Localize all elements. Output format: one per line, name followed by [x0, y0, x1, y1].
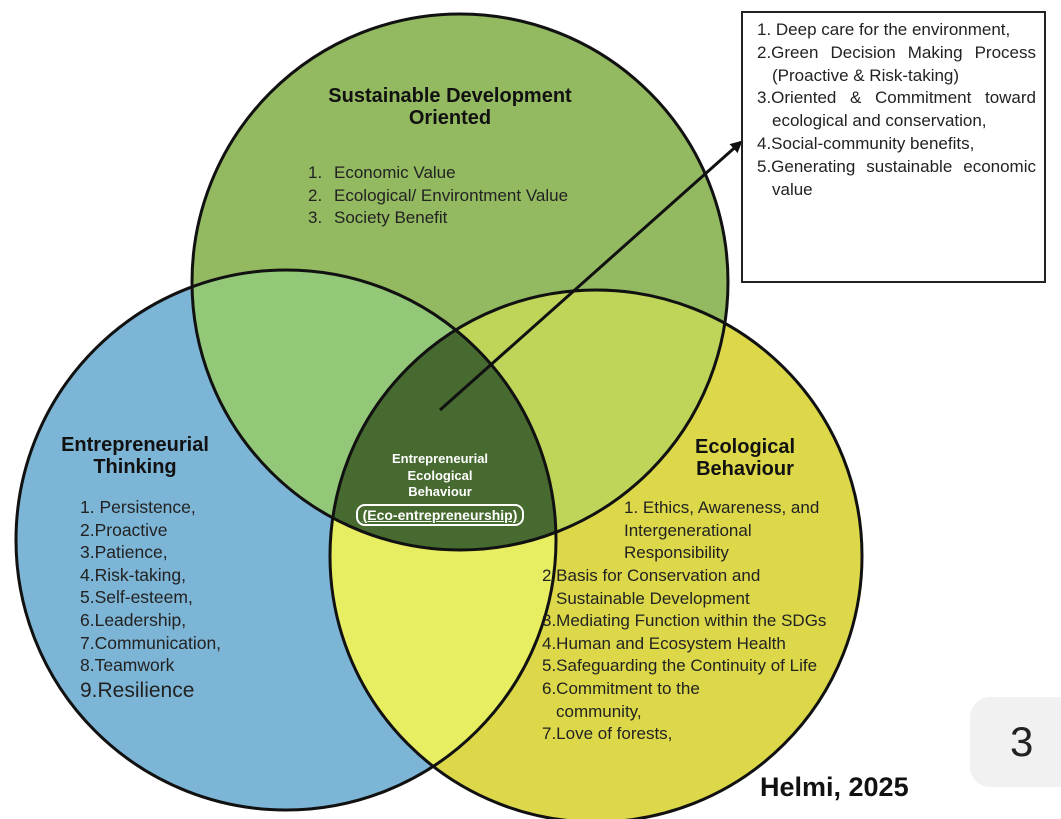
ecological-behaviour-title: Ecological Behaviour [660, 436, 830, 480]
page-number-badge [970, 697, 1061, 787]
list-item: 3.Oriented & Commitment toward ecologica… [757, 88, 1036, 131]
list-item: 2.Basis for Conservation and Sustainable… [542, 566, 761, 608]
center-label-line3: Behaviour [408, 484, 472, 499]
page-number: 3 [1010, 718, 1034, 765]
center-label-line2: Ecological [407, 467, 473, 483]
attribution: Helmi, 2025 [760, 772, 909, 802]
ecological-behaviour-list: 2.Basis for Conservation and Sustainable… [542, 565, 832, 746]
list-item: 3.Mediating Function within the SDGs [542, 611, 827, 631]
list-item: 3.Society Benefit [308, 208, 448, 228]
sustainable-development-title-line1: Sustainable Development [328, 85, 572, 107]
callout-arrow [439, 140, 743, 412]
ecological-behaviour-title-line2: Behaviour [696, 458, 794, 480]
callout-box: 1. Deep care for the environment, 2.Gree… [741, 11, 1046, 283]
entrepreneurial-thinking-title-line2: Thinking [93, 456, 177, 478]
list-item: 6.Leadership, [80, 609, 187, 630]
list-item: 5.Generating sustainable economic value [757, 156, 1036, 199]
center-label-line1: Entrepreneurial [391, 451, 489, 466]
ecological-behaviour-item-1: 1. Ethics, Awareness, and Intergeneratio… [624, 498, 820, 563]
list-item: 1.Economic Value [308, 163, 456, 182]
entrepreneurial-thinking-title: Entrepreneurial Thinking [40, 434, 230, 478]
list-item: 1. Persistence, [80, 497, 196, 517]
list-item: 2.Proactive [80, 519, 168, 540]
list-item: 2.Green Decision Making Process (Proacti… [757, 42, 1036, 85]
list-item: 2.Ecological/ Environtment Value [308, 185, 569, 205]
sustainable-development-title-line2: Oriented [408, 107, 492, 129]
list-item: 8.Teamwork [80, 655, 175, 676]
center-label: Entrepreneurial Ecological Behaviour (Ec… [340, 451, 540, 526]
sustainable-development-title: Sustainable Development Oriented [300, 85, 600, 129]
list-item: 3.Patience, [80, 542, 168, 563]
list-item: 5.Safeguarding the Continuity of Life [542, 656, 818, 676]
entrepreneurial-thinking-title-line1: Entrepreneurial [61, 434, 209, 456]
list-item: 1. Deep care for the environment, [757, 20, 1011, 39]
list-item: 6.Commitment to the community, [542, 678, 700, 721]
list-item: 9.Resilience [80, 678, 195, 702]
outline-sustainable-development [190, 12, 730, 552]
list-item: 5.Self-esteem, [80, 587, 193, 608]
outline-ecological-behaviour [328, 288, 864, 819]
list-item: 7.Love of forests, [542, 724, 673, 744]
center-label-subtitle: (Eco-entrepreneurship) [355, 503, 525, 526]
list-item: 4.Social-community benefits, [757, 133, 975, 153]
overlap-center [330, 290, 556, 550]
list-item: 4.Risk-taking, [80, 564, 187, 585]
callout-list: 1. Deep care for the environment, 2.Gree… [757, 19, 1036, 201]
outline-entrepreneurial-thinking [14, 268, 558, 812]
list-item: 7.Communication, [80, 632, 222, 653]
ecological-behaviour-title-line1: Ecological [694, 436, 796, 458]
entrepreneurial-thinking-list: 1. Persistence, 2.Proactive 3.Patience, … [80, 496, 300, 705]
list-item: 4.Human and Ecosystem Health [542, 633, 786, 653]
sustainable-development-list: 1.Economic Value 2.Ecological/ Environtm… [308, 162, 618, 230]
